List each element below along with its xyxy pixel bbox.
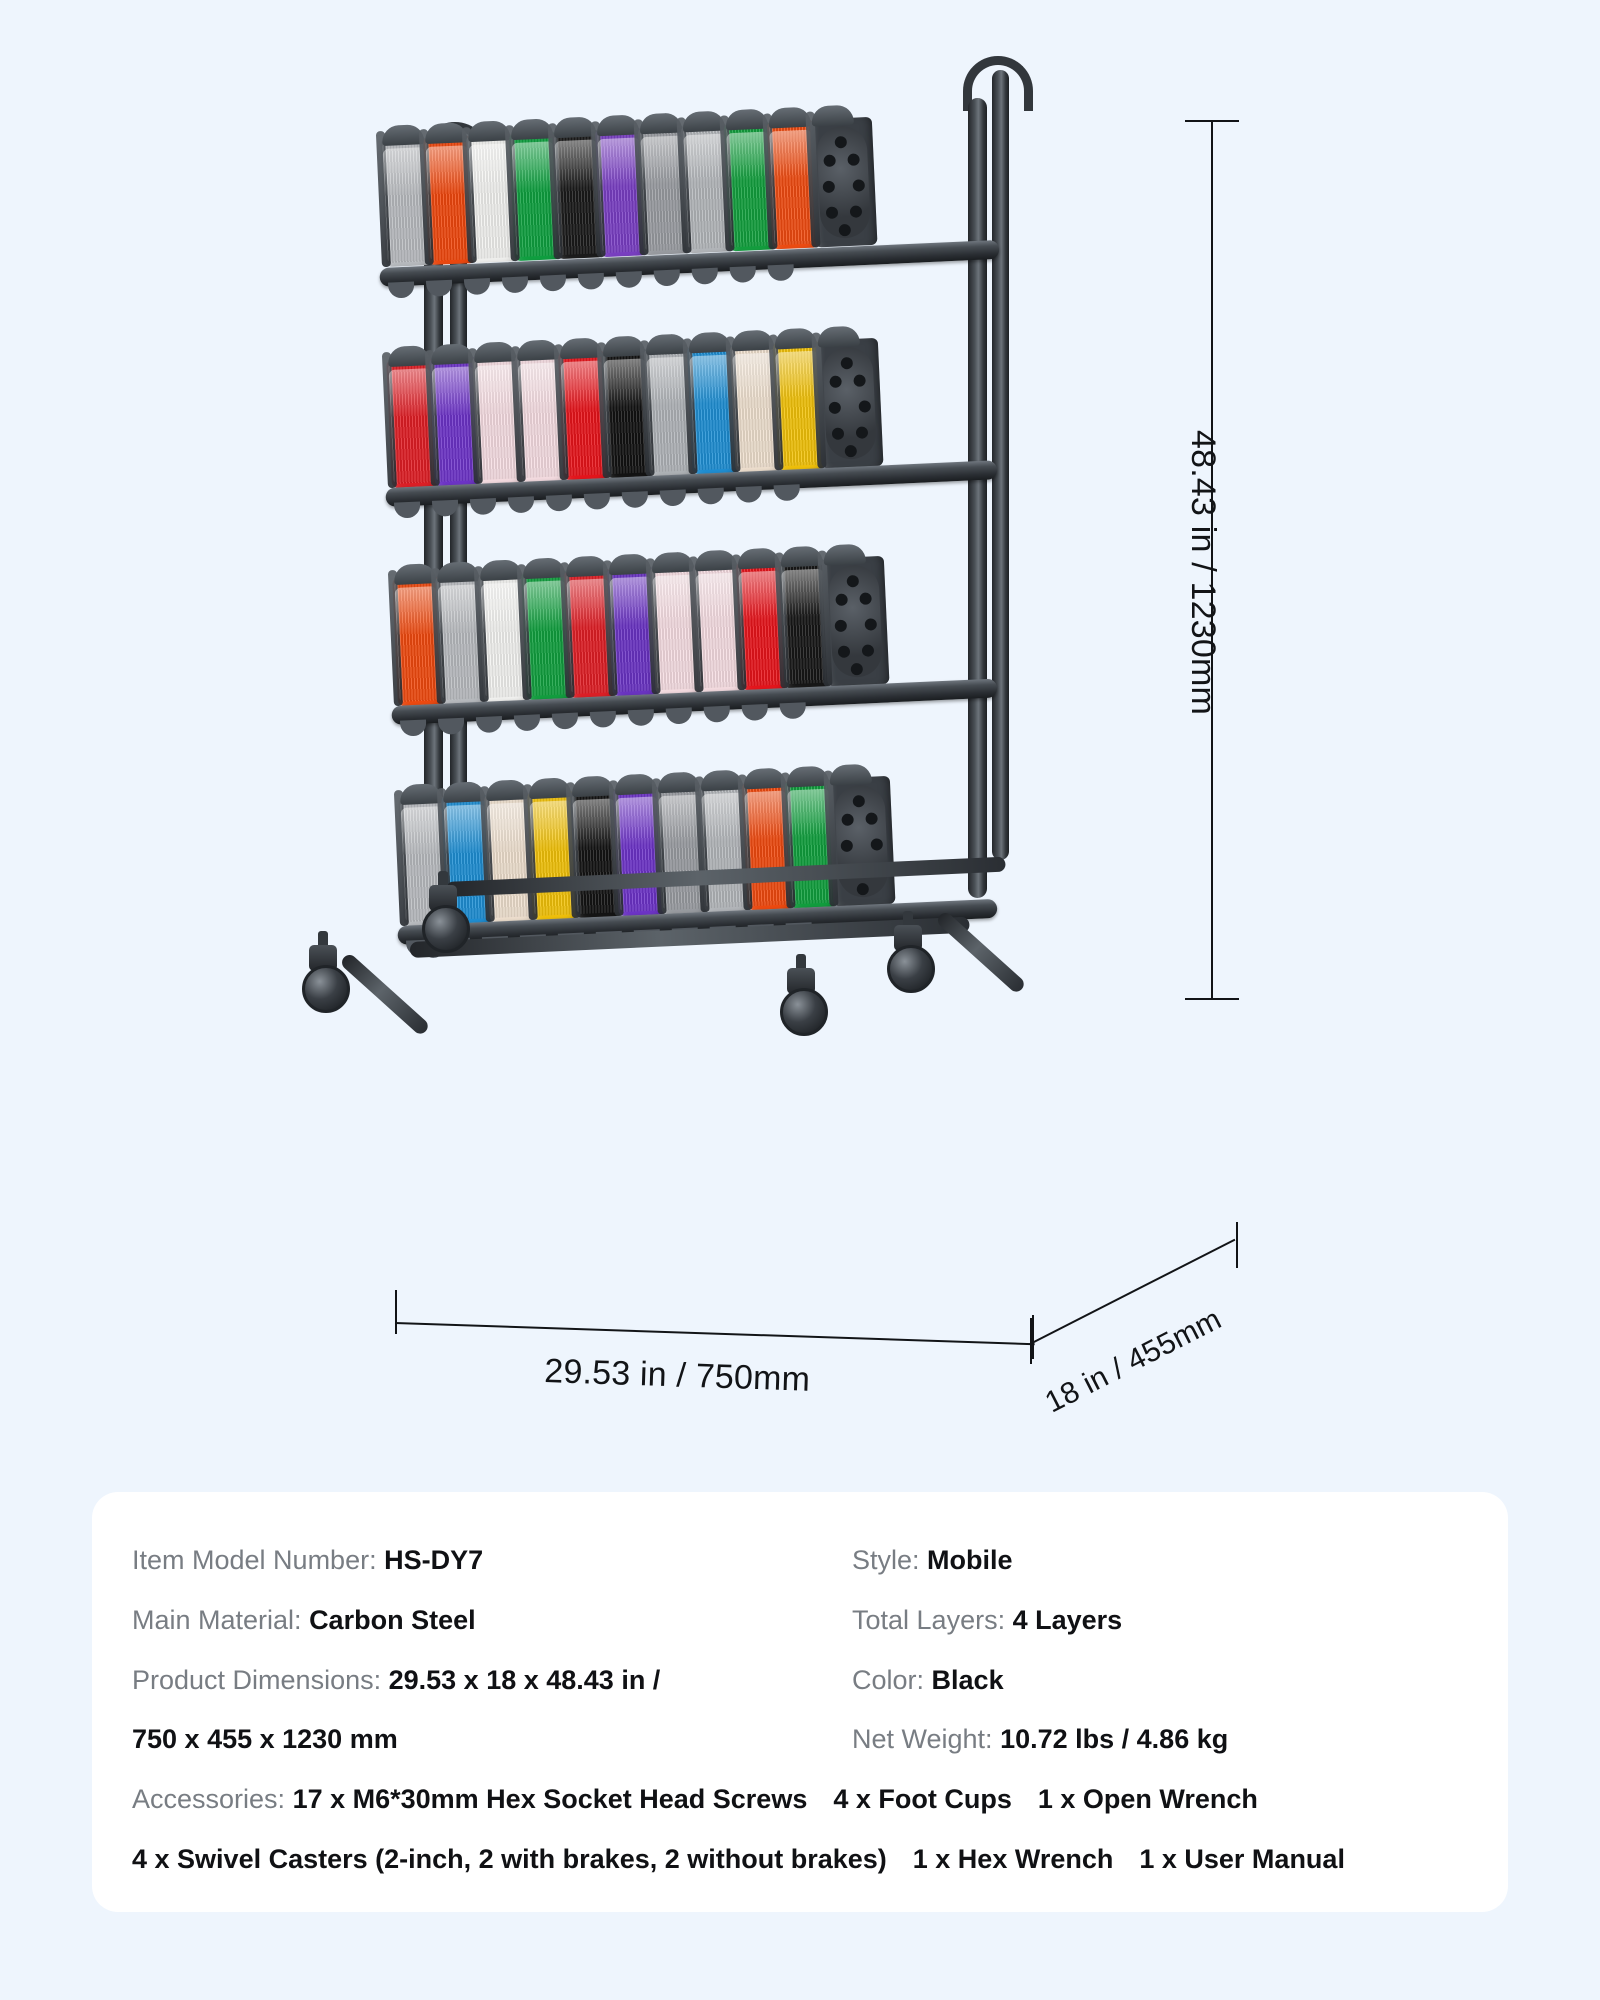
spec-accessories-line-1: Accessories: 17 x M6*30mm Hex Socket Hea…	[132, 1783, 1472, 1817]
spec-value: Black	[931, 1664, 1004, 1695]
spec-value: 4 Layers	[1012, 1604, 1123, 1635]
spec-value: 29.53 x 18 x 48.43 in /	[388, 1664, 661, 1695]
spec-row-4: 750 x 455 x 1230 mm Net Weight: 10.72 lb…	[132, 1723, 1472, 1757]
rack-post-right-back	[992, 70, 1009, 860]
depth-dimension-tick-left	[1030, 1318, 1032, 1364]
accessory-item: 4 x Foot Cups	[833, 1784, 1012, 1814]
spec-label: Item Model Number:	[132, 1545, 385, 1575]
spool-hub-holes	[826, 350, 873, 458]
caster-stem	[318, 931, 328, 949]
spec-style: Style: Mobile	[802, 1544, 1522, 1578]
spool-hub-holes	[832, 568, 879, 676]
spec-net-weight: Net Weight: 10.72 lbs / 4.86 kg	[802, 1723, 1522, 1757]
caster-wheel	[887, 945, 935, 993]
rack-base-leg-left	[338, 951, 431, 1037]
filament-spool-endcap	[815, 337, 884, 469]
spec-label: Net Weight:	[852, 1724, 1001, 1755]
caster-wheel	[422, 905, 470, 953]
caster-stem	[903, 911, 913, 929]
specifications-grid: Item Model Number: HS-DY7 Style: Mobile …	[132, 1544, 1472, 1903]
rack-post-right-front	[968, 98, 987, 898]
spec-value: HS-DY7	[384, 1545, 484, 1575]
filament-spool-endcap	[821, 555, 890, 687]
width-dimension-label: 29.53 in / 750mm	[543, 1352, 811, 1399]
rack-top-cap-right	[963, 56, 1033, 111]
spec-main-material: Main Material: Carbon Steel	[132, 1604, 802, 1638]
spec-color: Color: Black	[802, 1664, 1522, 1698]
height-dimension-label: 48.43 in / 1230mm	[1184, 430, 1222, 716]
filament-row-4	[398, 769, 896, 926]
caster-stem	[796, 954, 806, 972]
spec-label: Main Material:	[132, 1604, 310, 1635]
accessory-item: 1 x Open Wrench	[1037, 1784, 1258, 1814]
caster-wheel	[302, 965, 350, 1013]
accessory-item: 4 x Swivel Casters (2-inch, 2 with brake…	[132, 1843, 887, 1874]
spec-product-dimensions-continued: 750 x 455 x 1230 mm	[132, 1723, 802, 1757]
depth-dimension-tick-right	[1236, 1222, 1238, 1268]
caster-back-right	[885, 911, 935, 993]
caster-front-left	[300, 931, 350, 1013]
filament-row-1	[380, 110, 878, 267]
spool-hub-holes	[820, 129, 867, 237]
spec-value: Mobile	[927, 1545, 1013, 1575]
width-dimension-tick-right	[1032, 1315, 1034, 1359]
spec-label: Product Dimensions:	[132, 1664, 389, 1695]
spec-row-2: Main Material: Carbon Steel Total Layers…	[132, 1604, 1472, 1638]
spec-total-layers: Total Layers: 4 Layers	[802, 1604, 1522, 1638]
spec-accessories-line-2: 4 x Swivel Casters (2-inch, 2 with brake…	[132, 1843, 1472, 1877]
filament-spool-endcap	[809, 116, 878, 248]
spec-label: Style:	[852, 1545, 928, 1575]
spec-label: Color:	[852, 1664, 932, 1695]
spec-label: Total Layers:	[852, 1604, 1013, 1635]
filament-rack	[338, 56, 1160, 1300]
accessory-item: 17 x M6*30mm Hex Socket Head Screws	[292, 1784, 808, 1814]
width-dimension-tick-left	[395, 1290, 397, 1334]
caster-wheel	[780, 988, 828, 1036]
accessory-item: 1 x User Manual	[1139, 1843, 1345, 1874]
height-dimension-tick-top	[1185, 120, 1239, 122]
spec-value: 750 x 455 x 1230 mm	[132, 1724, 398, 1755]
filament-row-2	[386, 331, 884, 488]
accessory-item: 1 x Hex Wrench	[912, 1843, 1114, 1874]
product-illustration: 48.43 in / 1230mm 29.53 in / 750mm 18 in…	[0, 0, 1600, 1470]
spec-item-model-number: Item Model Number: HS-DY7	[132, 1544, 802, 1578]
spec-product-dimensions: Product Dimensions: 29.53 x 18 x 48.43 i…	[132, 1664, 802, 1698]
caster-back-left	[420, 871, 470, 953]
width-dimension-line	[394, 1322, 1035, 1346]
caster-front-right	[778, 954, 828, 1036]
spec-row-1: Item Model Number: HS-DY7 Style: Mobile	[132, 1544, 1472, 1578]
height-dimension-line	[1211, 120, 1213, 1000]
height-dimension-tick-bottom	[1185, 998, 1239, 1000]
spec-value: 10.72 lbs / 4.86 kg	[1000, 1724, 1229, 1755]
depth-dimension-label: 18 in / 455mm	[1040, 1302, 1227, 1420]
rack-post-left-back	[450, 132, 467, 942]
caster-stem	[438, 871, 448, 889]
specifications-card: Item Model Number: HS-DY7 Style: Mobile …	[92, 1492, 1508, 1912]
spec-row-3: Product Dimensions: 29.53 x 18 x 48.43 i…	[132, 1664, 1472, 1698]
filament-row-3	[392, 549, 890, 706]
filament-spool-endcap	[827, 775, 896, 907]
spec-label: Accessories:	[132, 1784, 293, 1814]
spec-value: Carbon Steel	[309, 1604, 476, 1635]
